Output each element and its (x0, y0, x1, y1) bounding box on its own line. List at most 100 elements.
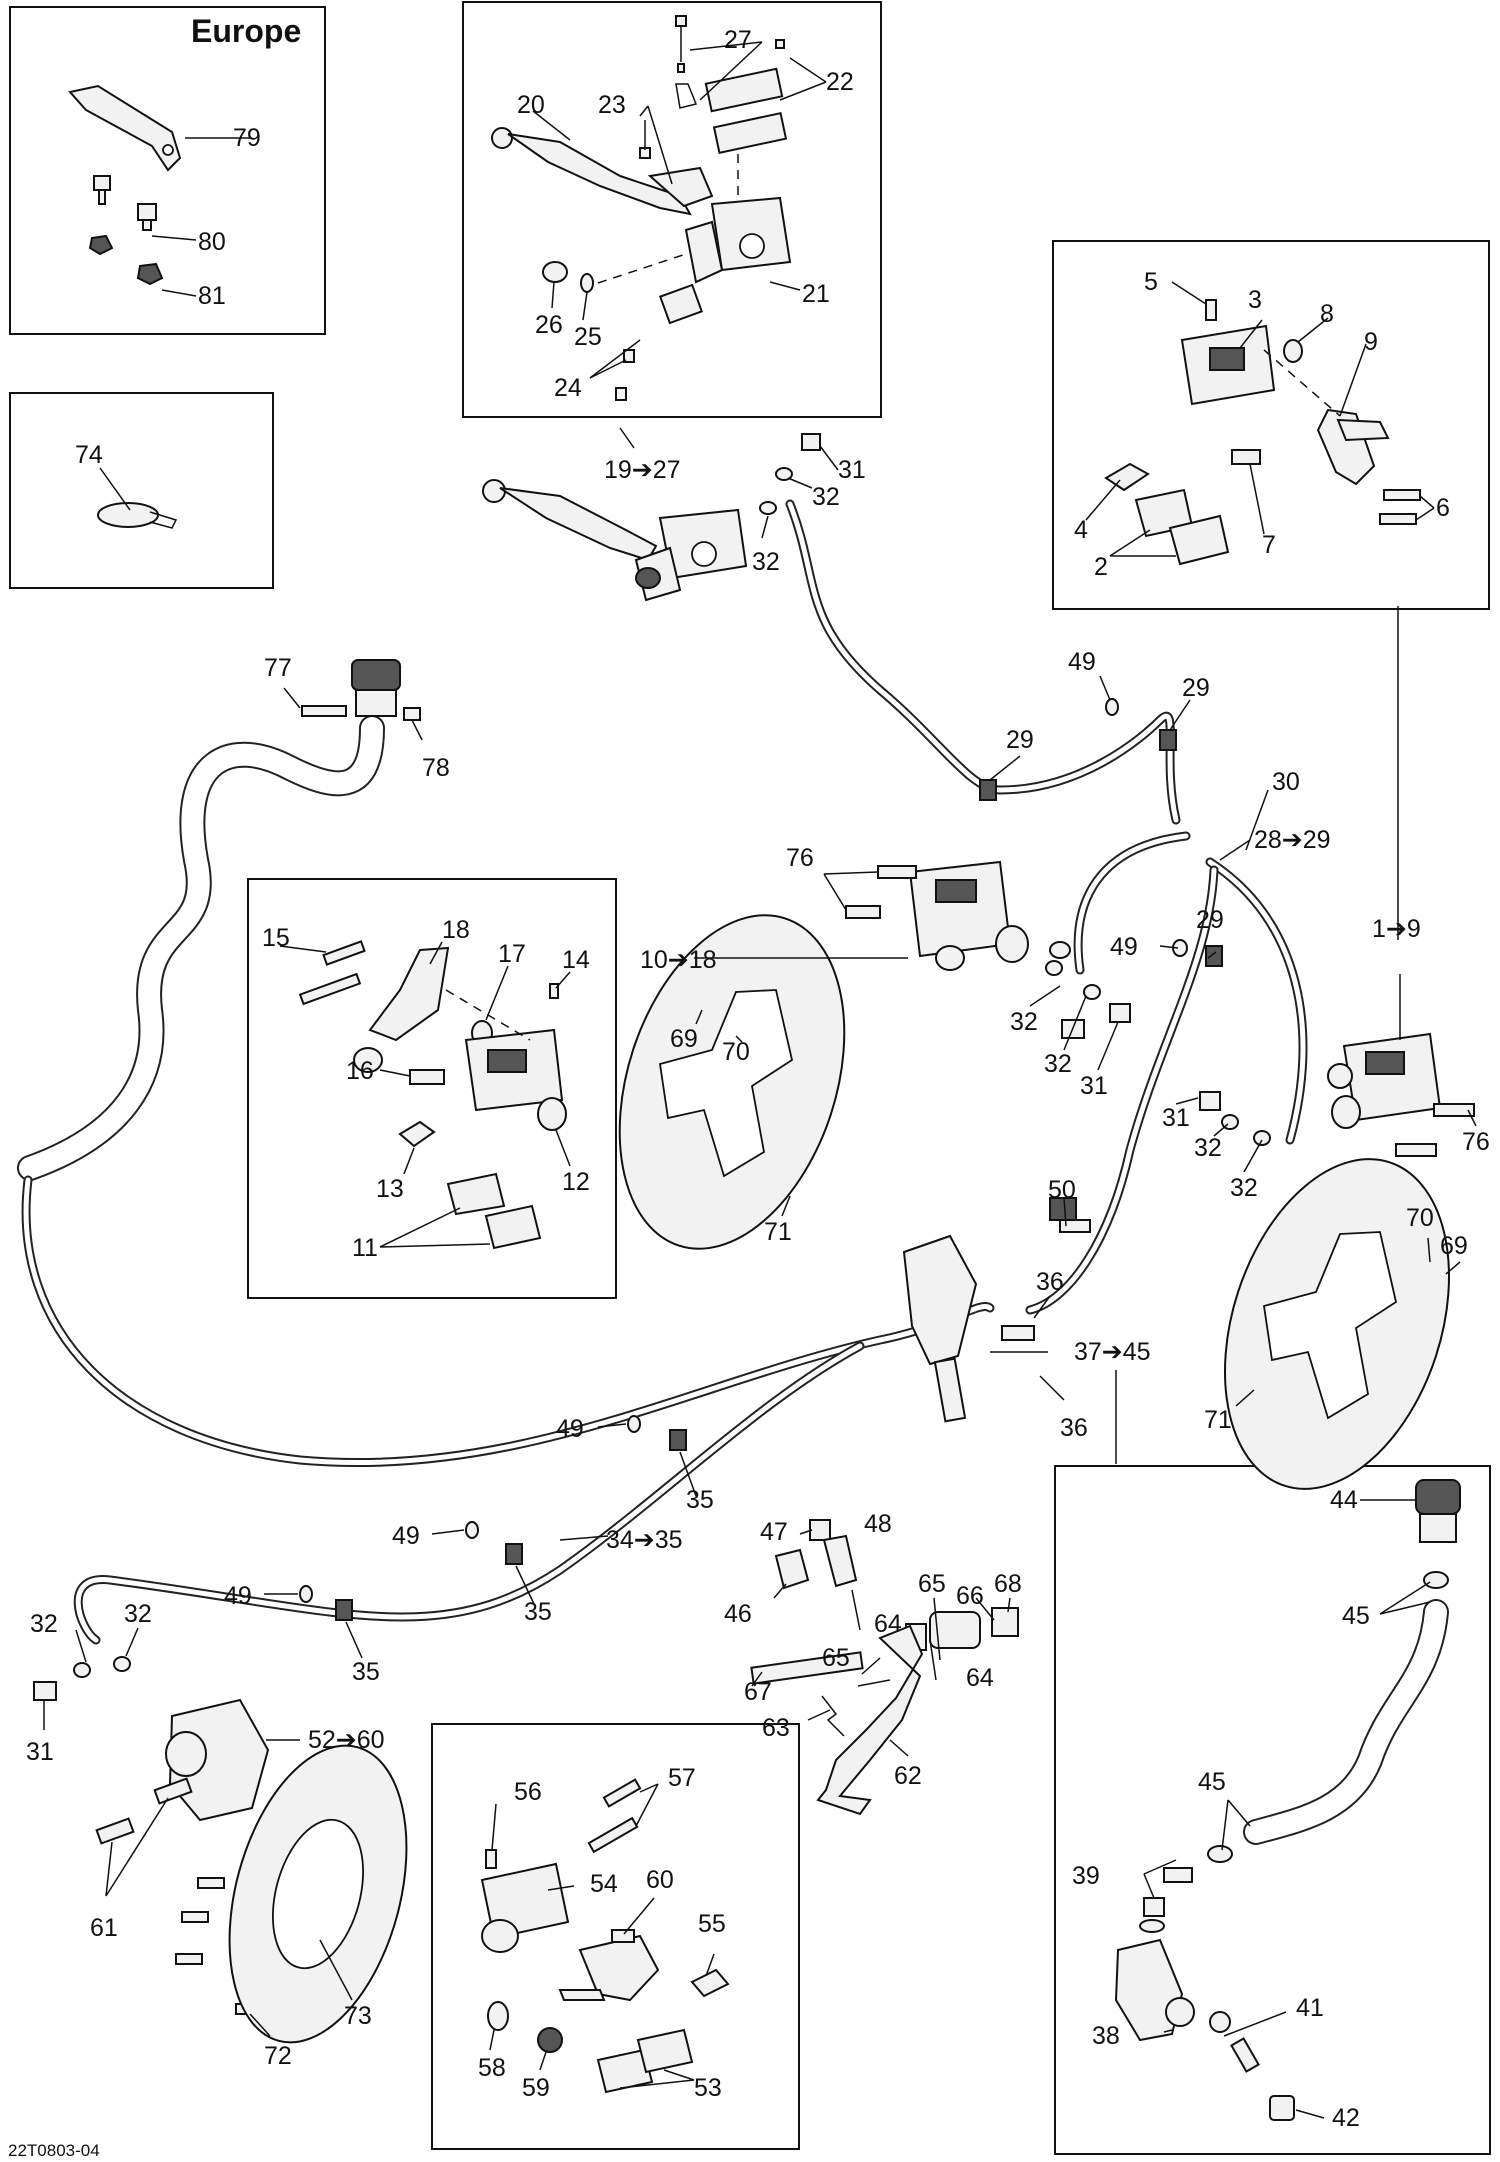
reservoir-cover-part (704, 67, 784, 113)
diaphragm-part (712, 112, 788, 154)
callout-81: 81 (198, 282, 226, 310)
callout-39: 39 (1072, 1862, 1100, 1890)
callout-77: 77 (264, 654, 292, 682)
callout-41: 41 (1296, 1994, 1324, 2022)
callout-25: 25 (574, 323, 602, 351)
callout-65a: 65 (918, 1570, 946, 1598)
front-right-caliper-inset-parts (1104, 299, 1421, 566)
callout-46: 46 (724, 1600, 752, 1628)
callout-62: 62 (894, 1762, 922, 1790)
callout-70b: 70 (1406, 1204, 1434, 1232)
callout-11: 11 (352, 1234, 378, 1262)
callout-22: 22 (826, 68, 854, 96)
callout-68: 68 (994, 1570, 1022, 1598)
callout-24: 24 (554, 374, 582, 402)
callout-63: 63 (762, 1714, 790, 1742)
callout-59: 59 (522, 2074, 550, 2102)
callout-42: 42 (1332, 2104, 1360, 2132)
lever-pivot-part (647, 166, 714, 208)
callout-64a: 64 (874, 1610, 902, 1638)
o-ring-part (580, 273, 594, 293)
master-cylinder-inset-box (462, 1, 882, 418)
bushing-part (542, 261, 568, 283)
screw-part (93, 175, 157, 231)
callout-45b: 45 (1198, 1768, 1226, 1796)
callout-29a: 29 (1182, 674, 1210, 702)
cable-tie-part (97, 502, 178, 529)
callout-70a: 70 (722, 1038, 750, 1066)
callout-2: 2 (1094, 553, 1108, 581)
callout-5: 5 (1144, 268, 1158, 296)
front-right-caliper-inset-box (1052, 240, 1490, 610)
callout-7: 7 (1262, 531, 1276, 559)
callout-29c: 29 (1196, 906, 1224, 934)
master-cylinder-inset-parts (491, 15, 792, 401)
rear-caliper-inset-parts (480, 1778, 730, 2094)
callout-32c: 32 (1010, 1008, 1038, 1036)
callout-58: 58 (478, 2054, 506, 2082)
callout-76a: 76 (786, 844, 814, 872)
callout-35a: 35 (686, 1486, 714, 1514)
nut-part (88, 234, 164, 286)
callout-71a: 71 (764, 1218, 792, 1246)
callout-19-27: 19➔27 (604, 456, 681, 484)
callout-3: 3 (1248, 286, 1262, 314)
callout-13: 13 (376, 1175, 404, 1203)
rear-caliper-inset-box (431, 1723, 800, 2150)
rear-caliper-part (95, 1698, 270, 2015)
callout-57: 57 (668, 1764, 696, 1792)
callout-23: 23 (598, 91, 626, 119)
callout-28-29: 28➔29 (1254, 826, 1331, 854)
callout-37-45: 37➔45 (1074, 1338, 1151, 1366)
callout-16: 16 (346, 1057, 374, 1085)
callout-35b: 35 (524, 1598, 552, 1626)
callout-80: 80 (198, 228, 226, 256)
rear-brake-disc-part (228, 1744, 408, 2044)
callout-78: 78 (422, 754, 450, 782)
callout-34-35: 34➔35 (606, 1526, 683, 1554)
callout-49e: 49 (224, 1582, 252, 1610)
callout-4: 4 (1074, 516, 1088, 544)
callout-45a: 45 (1342, 1602, 1370, 1630)
callout-69a: 69 (670, 1025, 698, 1053)
screw-part (615, 15, 785, 401)
callout-79: 79 (233, 124, 261, 152)
front-left-caliper-inset-box (247, 878, 617, 1299)
callout-60: 60 (646, 1866, 674, 1894)
bracket-part (68, 84, 182, 172)
callout-17: 17 (498, 940, 526, 968)
callout-26: 26 (535, 311, 563, 339)
callout-6: 6 (1436, 494, 1450, 522)
front-master-cylinder-assembly-part (482, 479, 748, 602)
callout-15: 15 (262, 924, 290, 952)
front-reservoir-part (301, 659, 421, 721)
callout-74: 74 (75, 441, 103, 469)
rear-master-cylinder-inset-parts (1114, 1479, 1461, 2121)
callout-54: 54 (590, 1870, 618, 1898)
europe-inset-box (9, 6, 326, 335)
callout-69b: 69 (1440, 1232, 1468, 1260)
callout-76b: 76 (1462, 1128, 1490, 1156)
banjo-fitting-part (33, 433, 1271, 1701)
callout-32g: 32 (30, 1610, 58, 1638)
callout-32b: 32 (752, 548, 780, 576)
callout-32e: 32 (1194, 1134, 1222, 1162)
callout-31a: 31 (838, 456, 866, 484)
callout-49d: 49 (392, 1522, 420, 1550)
clamp-part (658, 283, 704, 325)
callout-55: 55 (698, 1910, 726, 1938)
inset-boxes (9, 1, 1491, 2155)
front-left-caliper-inset-parts (298, 940, 567, 1250)
callout-18: 18 (442, 916, 470, 944)
front-left-caliper-part (845, 860, 1071, 971)
callout-71b: 71 (1204, 1406, 1232, 1434)
callout-10-18: 10➔18 (640, 946, 717, 974)
rear-master-cylinder-inset-box (1054, 1465, 1491, 2155)
callout-1-9: 1➔9 (1372, 915, 1421, 943)
brake-junction-part (902, 1197, 1091, 1423)
region-title: Europe (191, 13, 301, 49)
callout-61: 61 (90, 1914, 118, 1942)
callout-29b: 29 (1006, 726, 1034, 754)
callout-31c: 31 (1162, 1104, 1190, 1132)
